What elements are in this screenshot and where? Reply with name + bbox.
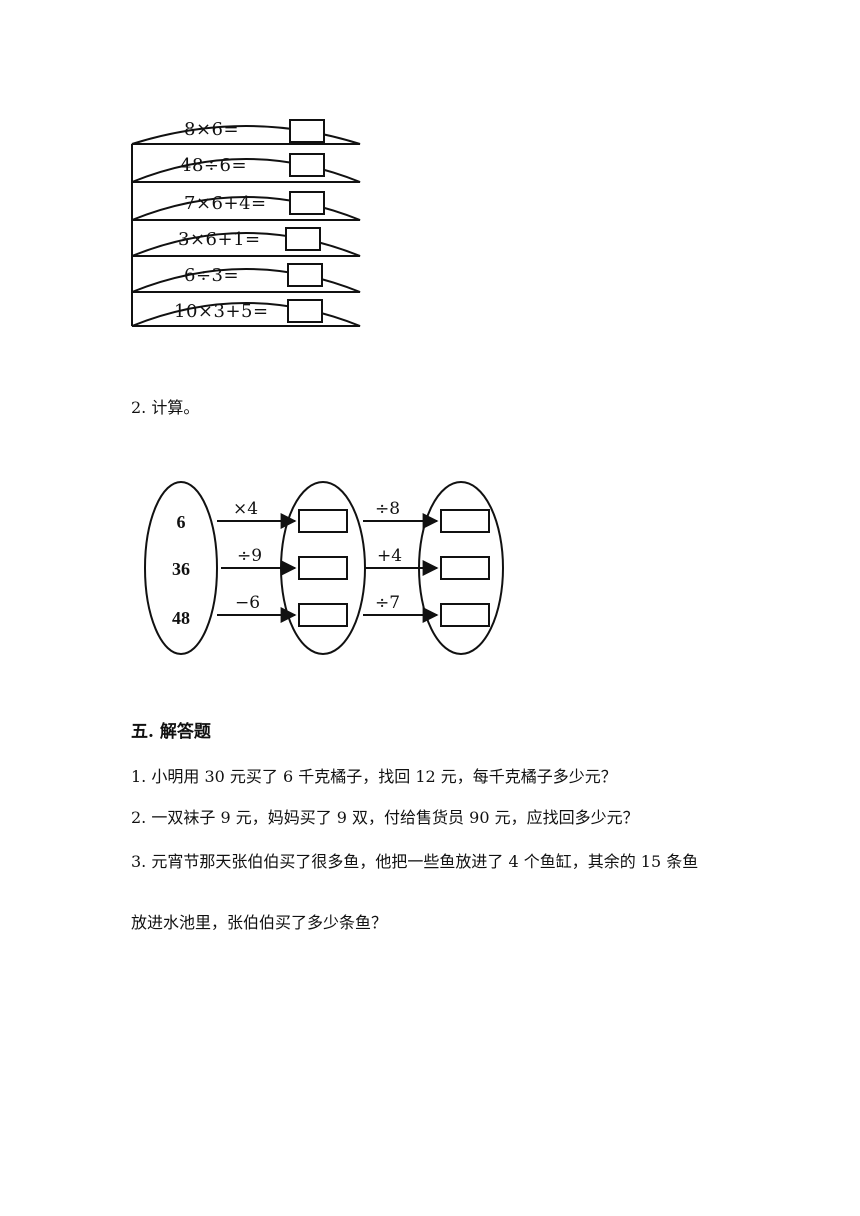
question-2-heading: 2. 计算。	[131, 398, 200, 417]
problem-3: 3. 元宵节那天张伯伯买了很多鱼，他把一些鱼放进了 4 个鱼缸，其余的 15 条…	[131, 852, 699, 871]
middle-answer-box-3[interactable]	[298, 603, 348, 627]
calc-diagram-drawing	[144, 481, 504, 655]
strip-2-expression: 48÷6=	[180, 155, 248, 176]
operator-3-stage-2: ÷7	[375, 593, 401, 613]
middle-answer-box-2[interactable]	[298, 556, 348, 580]
operator-2-stage-1: ÷9	[237, 546, 263, 566]
section-5-title: 五. 解答题	[131, 722, 211, 742]
strip-3-expression: 7×6+4=	[184, 193, 267, 214]
operator-1-stage-2: ÷8	[375, 499, 401, 519]
strip-6-answer-box[interactable]	[287, 299, 323, 323]
problem-3-continued: 放进水池里，张伯伯买了多少条鱼？	[131, 913, 388, 932]
strip-5-shape	[131, 256, 361, 293]
expression-strips: 8×6= 48÷6= 7×6+4= 3×6+1= 6÷3= 10×3+5=	[128, 108, 368, 330]
output-answer-box-1[interactable]	[440, 509, 490, 533]
problem-2: 2. 一双袜子 9 元，妈妈买了 9 双，付给售货员 90 元，应找回多少元？	[131, 808, 639, 827]
middle-answer-box-1[interactable]	[298, 509, 348, 533]
input-ellipse	[144, 481, 218, 655]
operator-2-stage-2: +4	[377, 546, 403, 566]
operator-1-stage-1: ×4	[233, 499, 259, 519]
input-number-1: 6	[176, 512, 186, 532]
calculation-diagram: 6 36 48 ×4 ÷9 −6 ÷8 +4 ÷7	[135, 470, 515, 666]
input-number-2: 36	[172, 559, 190, 579]
operator-3-stage-1: −6	[235, 593, 261, 613]
problem-1: 1. 小明用 30 元买了 6 千克橘子，找回 12 元，每千克橘子多少元？	[131, 767, 617, 786]
output-answer-box-3[interactable]	[440, 603, 490, 627]
strip-1-shape	[131, 125, 361, 145]
strip-6-expression: 10×3+5=	[174, 301, 269, 322]
strip-1-answer-box[interactable]	[289, 119, 325, 143]
strip-5-answer-box[interactable]	[287, 263, 323, 287]
strip-2-answer-box[interactable]	[289, 153, 325, 177]
strip-5-expression: 6÷3=	[184, 265, 240, 286]
strip-3-answer-box[interactable]	[289, 191, 325, 215]
strip-4-answer-box[interactable]	[285, 227, 321, 251]
input-number-3: 48	[172, 608, 190, 628]
strips-drawing	[131, 119, 361, 327]
output-answer-box-2[interactable]	[440, 556, 490, 580]
strip-4-expression: 3×6+1=	[178, 229, 261, 250]
strip-1-expression: 8×6=	[184, 119, 240, 140]
